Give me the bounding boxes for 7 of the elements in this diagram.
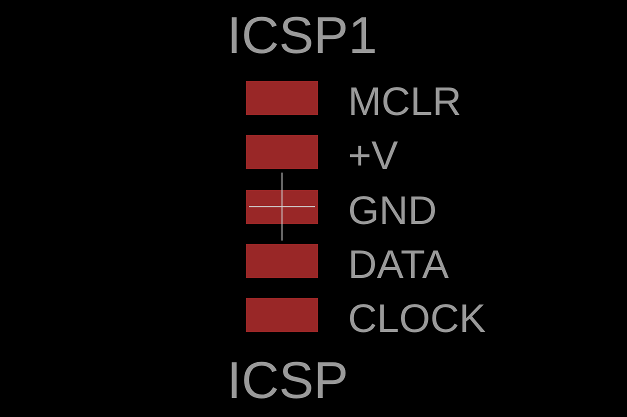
pin-label: GND (348, 190, 437, 231)
pin-label: +V (348, 136, 398, 176)
pin-label: MCLR (348, 82, 462, 122)
pin-label: CLOCK (348, 299, 486, 340)
pin-label: DATA (348, 244, 449, 285)
part-value: ICSP (227, 355, 348, 407)
part-designator: ICSP1 (227, 10, 378, 62)
